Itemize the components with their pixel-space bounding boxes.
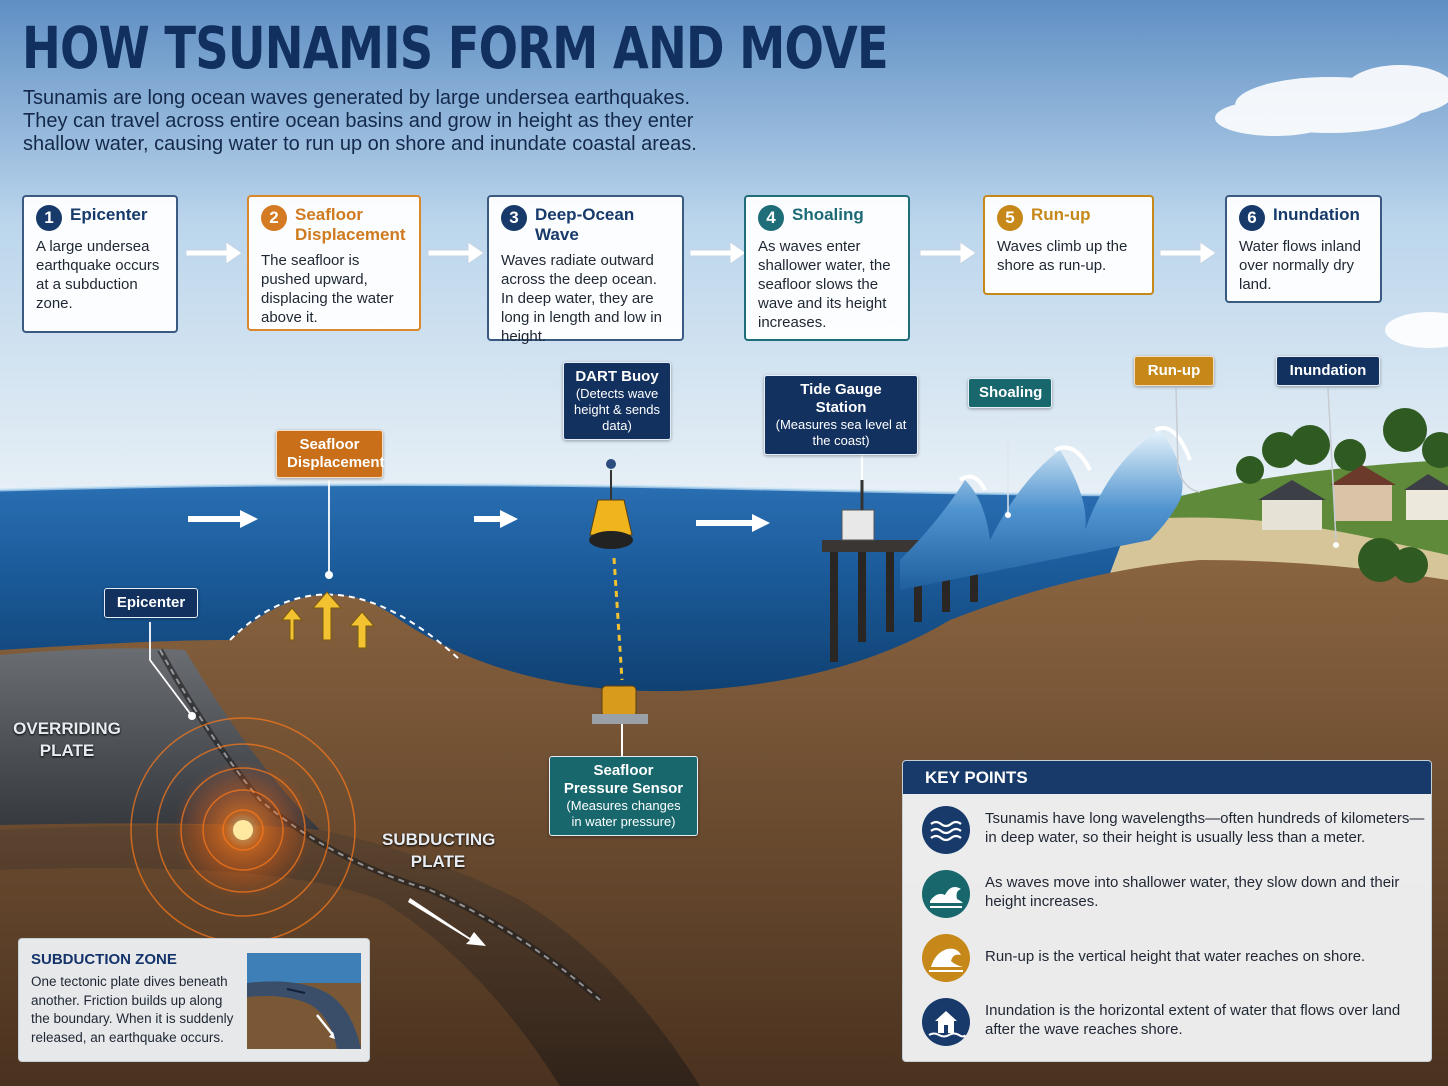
step-5-run-up: 5 Run-up Waves climb up the shore as run-…	[983, 195, 1154, 295]
dart-buoy-subtitle: (Detects wave height & sends data)	[574, 386, 661, 433]
step-text: A large undersea earthquake occurs at a …	[36, 238, 160, 312]
step-number: 6	[1239, 205, 1265, 231]
dart-buoy-title: DART Buoy	[575, 368, 659, 385]
key-point-item: Tsunamis have long wavelengths—often hun…	[921, 805, 1424, 857]
step-title: Shoaling	[792, 205, 864, 224]
step-text: Water flows inland over normally dry lan…	[1239, 238, 1361, 293]
key-point-text: Inundation is the horizontal extent of w…	[985, 1002, 1401, 1038]
step-6-inundation: 6 Inundation Water flows inland over norm…	[1225, 195, 1382, 303]
intro-paragraph: Tsunamis are long ocean waves generated …	[23, 87, 697, 155]
right-arrow-icon	[690, 241, 746, 265]
key-point-item: As waves move into shallower water, they…	[921, 869, 1421, 921]
tide-gauge-title: Tide Gauge Station	[800, 381, 882, 416]
step-4-shoaling: 4 Shoaling As waves enter shallower water…	[744, 195, 910, 341]
sensor-title: Seafloor Pressure Sensor	[563, 762, 684, 797]
step-title: Epicenter	[70, 205, 148, 224]
key-points-panel: KEY POINTS Tsunamis have long wavelength…	[902, 760, 1432, 1062]
step-text: The seafloor is pushed upward, displacin…	[261, 252, 394, 326]
wavelength-icon	[922, 806, 970, 854]
run-up-tag: Run-up	[1134, 356, 1214, 386]
step-number: 5	[997, 205, 1023, 231]
step-number: 3	[501, 205, 527, 231]
key-point-text: Tsunamis have long wavelengths—often hun…	[985, 810, 1425, 846]
inundation-tag: Inundation	[1276, 356, 1380, 386]
runup-wave-icon	[922, 934, 970, 982]
right-arrow-icon	[186, 241, 242, 265]
subducting-plate-label: SUBDUCTING PLATE	[382, 830, 496, 871]
subduction-zone-title: SUBDUCTION ZONE	[31, 951, 177, 968]
seafloor-displacement-tag: Seafloor Displacement	[276, 430, 385, 478]
key-point-item: Inundation is the horizontal extent of w…	[921, 997, 1421, 1049]
seafloor-pressure-sensor-tag: Seafloor Pressure Sensor (Measures chang…	[549, 756, 698, 836]
step-title: Inundation	[1273, 205, 1360, 224]
step-text: Waves radiate outward across the deep oc…	[501, 252, 662, 345]
page-title: HOW TSUNAMIS FORM AND MOVE	[22, 14, 889, 82]
key-point-text: Run-up is the vertical height that water…	[985, 948, 1366, 965]
step-1-epicenter: 1 Epicenter A large undersea earthquake o…	[22, 195, 178, 333]
step-3-deep-ocean-wave: 3 Deep-Ocean Wave Waves radiate outward a…	[487, 195, 684, 345]
step-text: As waves enter shallower water, the seaf…	[758, 238, 891, 331]
dart-buoy-tag: DART Buoy (Detects wave height & sends d…	[563, 362, 671, 440]
overriding-plate-label: OVERRIDING PLATE	[13, 719, 121, 760]
right-arrow-icon	[428, 241, 484, 265]
step-number: 4	[758, 205, 784, 231]
step-text: Waves climb up the shore as run-up.	[997, 238, 1128, 274]
sensor-subtitle: (Measures changes in water pressure)	[566, 798, 681, 829]
subduction-diagram-icon	[247, 953, 361, 1049]
key-point-item: Run-up is the vertical height that water…	[921, 933, 1421, 985]
right-arrow-icon	[920, 241, 976, 265]
key-point-text: As waves move into shallower water, they…	[985, 874, 1400, 910]
step-title: Deep-Ocean Wave	[535, 205, 635, 244]
inundation-house-icon	[922, 998, 970, 1046]
right-arrow-icon	[1160, 241, 1216, 265]
shoaling-wave-icon	[922, 870, 970, 918]
tide-gauge-tag: Tide Gauge Station (Measures sea level a…	[764, 375, 918, 455]
step-2-seafloor-displacement: 2 Seafloor Displacement The seafloor is p…	[247, 195, 421, 331]
tide-gauge-subtitle: (Measures sea level at the coast)	[775, 417, 907, 448]
subduction-zone-inset: SUBDUCTION ZONE One tectonic plate dives…	[18, 938, 370, 1062]
step-title: Run-up	[1031, 205, 1091, 224]
shoaling-tag: Shoaling	[968, 378, 1052, 408]
step-number: 2	[261, 205, 287, 231]
step-title: Seafloor Displacement	[295, 205, 406, 244]
subduction-zone-text: One tectonic plate dives beneath another…	[31, 974, 234, 1045]
step-number: 1	[36, 205, 62, 231]
epicenter-tag: Epicenter	[104, 588, 198, 618]
key-points-title: KEY POINTS	[903, 761, 1431, 794]
